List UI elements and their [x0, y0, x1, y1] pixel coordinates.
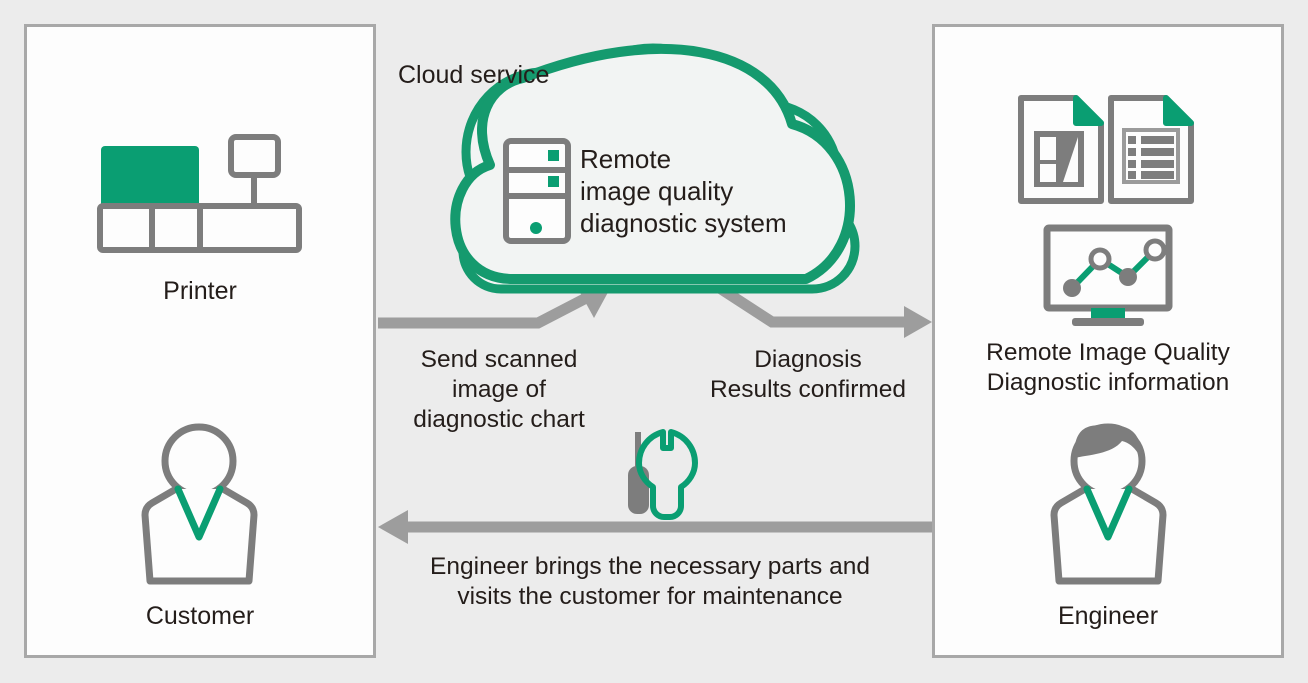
printer-label: Printer: [163, 277, 237, 305]
arrow-engineer-visit: [378, 510, 932, 544]
cloud-service-label: Cloud service: [398, 61, 550, 89]
customer-panel: [24, 24, 376, 658]
flow-send-label: Send scanned image of diagnostic chart: [413, 346, 585, 433]
flow-diagnosis-label: Diagnosis Results confirmed: [709, 346, 907, 403]
arrow-diagnosis-to-engineer: [712, 280, 932, 338]
arrow-send-to-cloud: [378, 285, 612, 329]
remote-diagnostic-info-label: Remote Image Quality Diagnostic informat…: [986, 339, 1230, 396]
flow-maintenance-label: Engineer brings the necessary parts and …: [430, 553, 870, 610]
cloud-system-title: Remote image quality diagnostic system: [580, 144, 787, 239]
engineer-label: Engineer: [1057, 602, 1159, 630]
screwdriver-wrench-icon: [628, 429, 698, 520]
customer-label: Customer: [145, 602, 255, 630]
server-rack-icon: [503, 138, 571, 244]
